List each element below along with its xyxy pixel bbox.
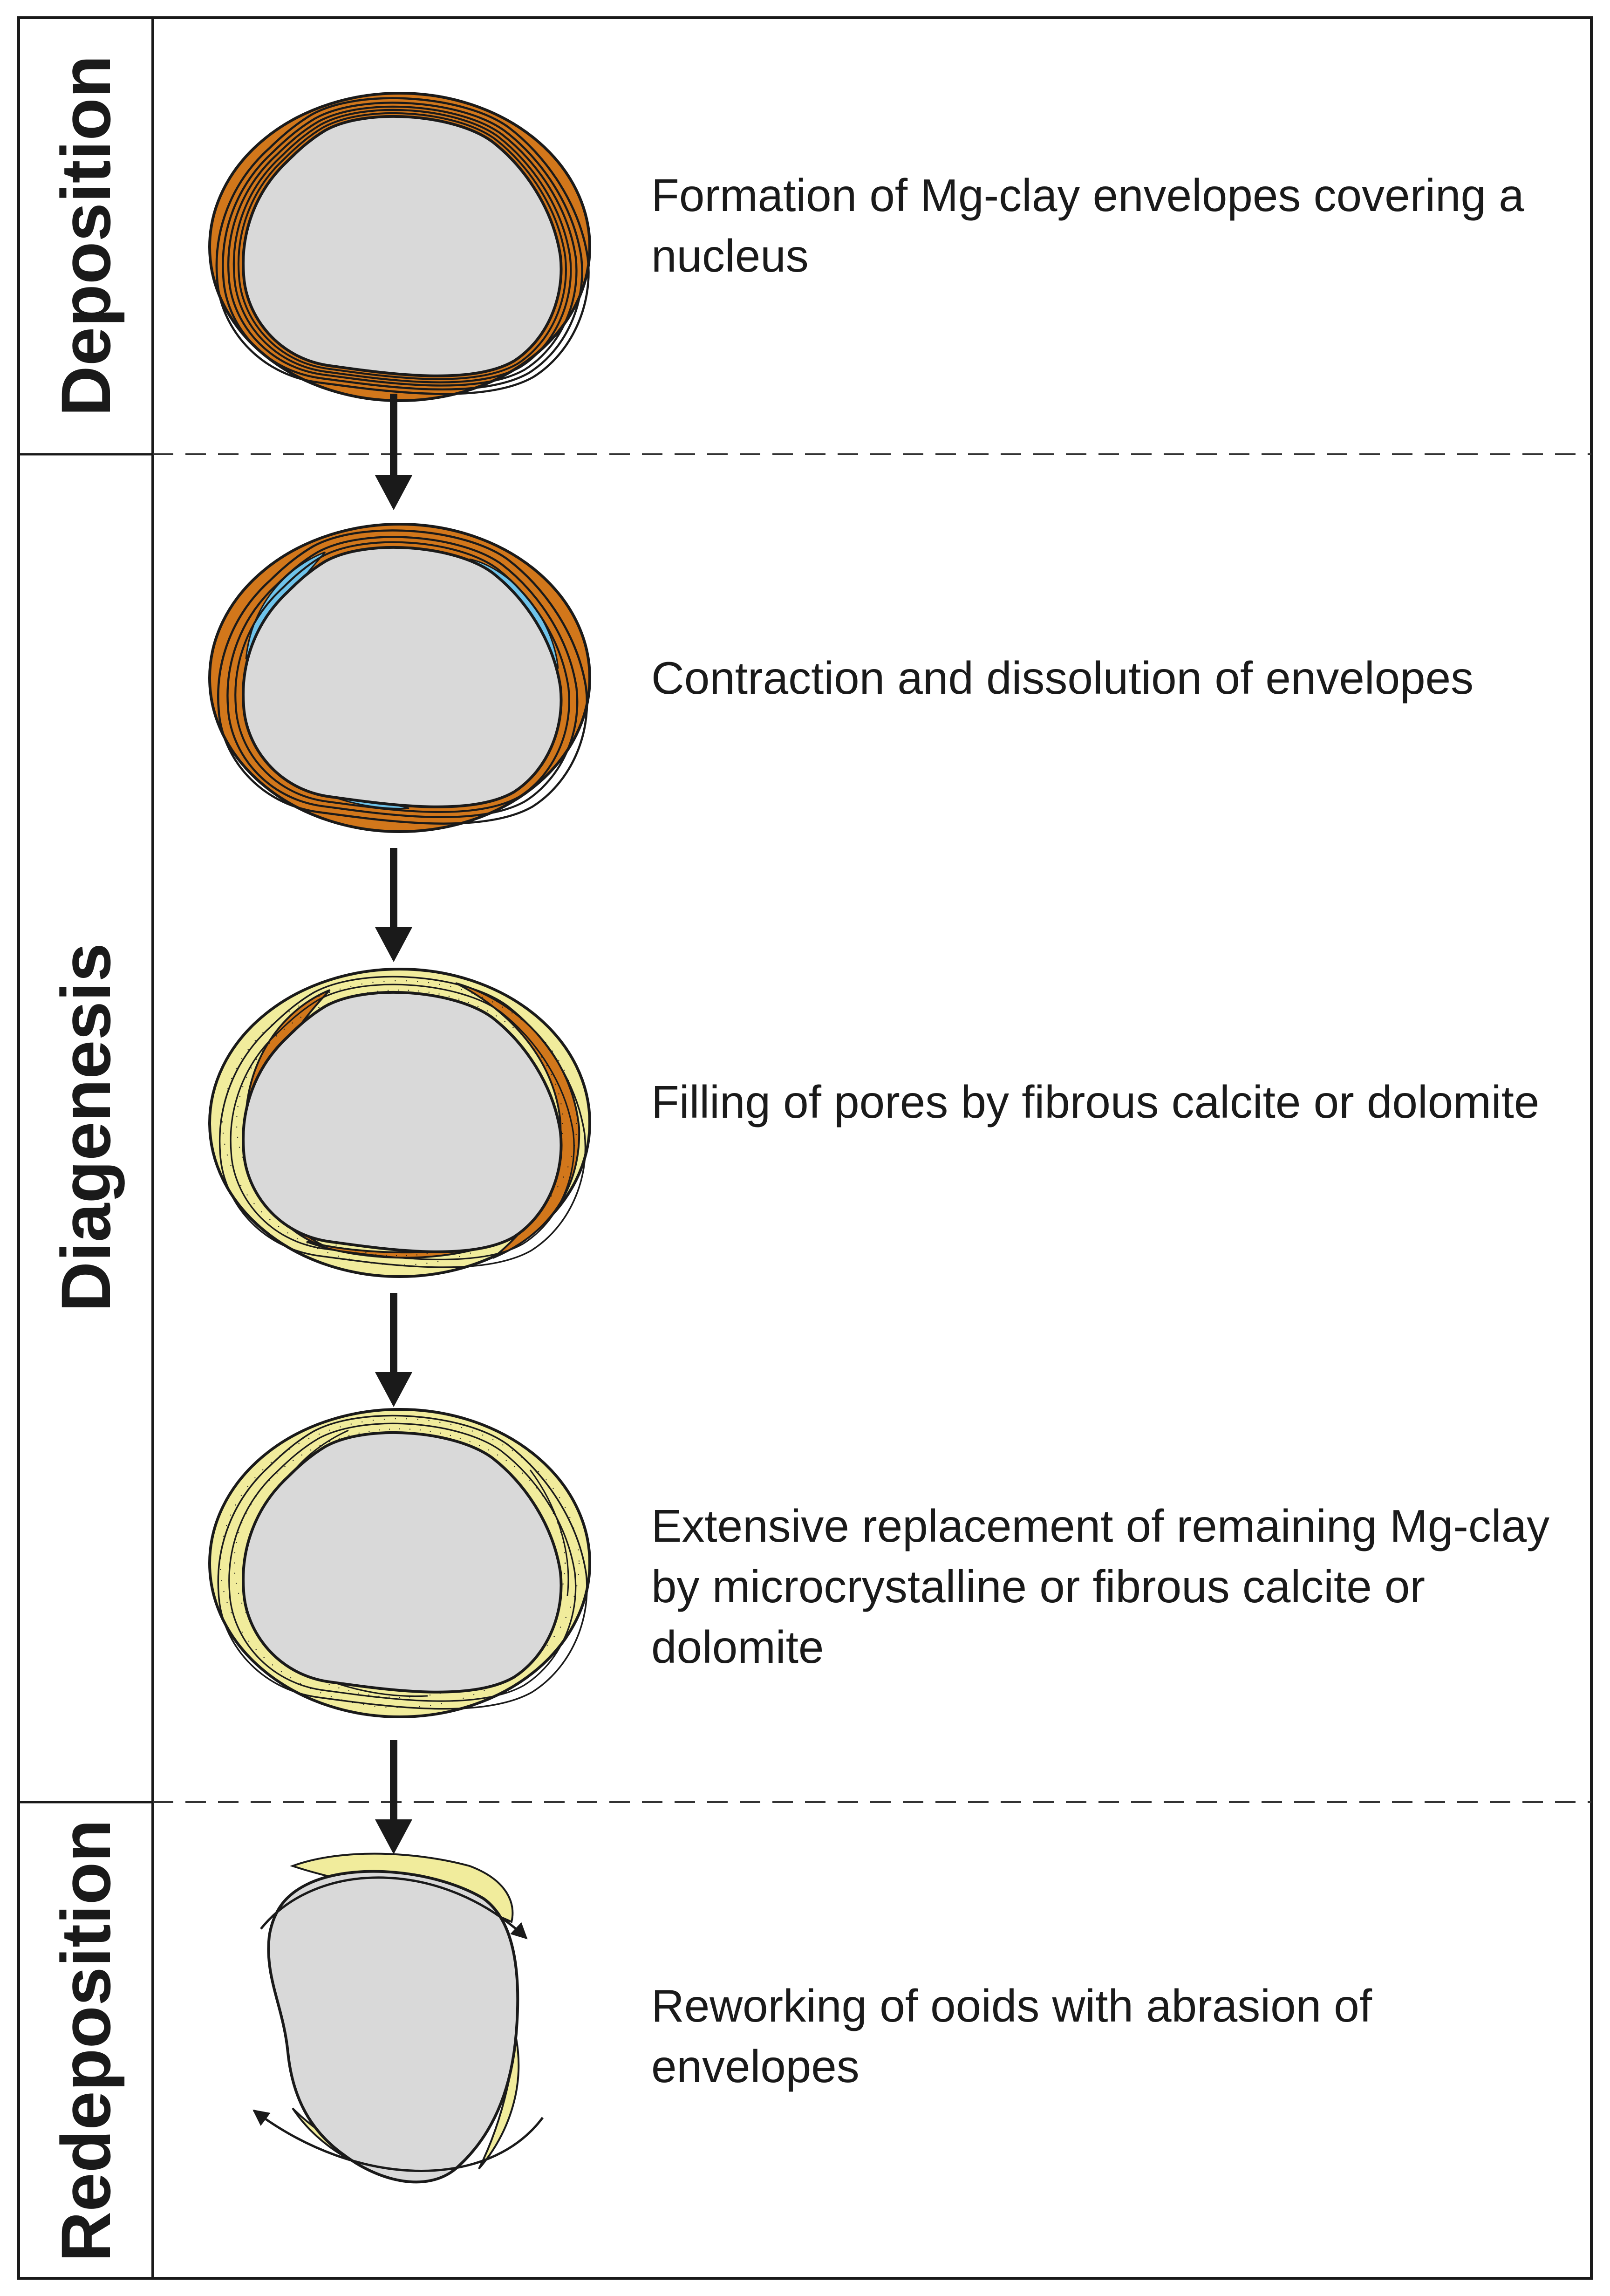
step-description-reworking: Reworking of ooids with abrasion of enve… (651, 1980, 1372, 2092)
process-arrows (375, 394, 412, 1854)
figure-frame (17, 16, 1593, 2280)
step-description-replacement: Extensive replacement of remaining Mg-cl… (651, 1500, 1550, 1673)
down-arrow-head-icon (375, 927, 412, 962)
stage-label-deposition: Deposition (47, 55, 125, 417)
step-description-pore-filling: Filling of pores by fibrous calcite or d… (651, 1076, 1540, 1128)
ooid-reworked-abraded (267, 1852, 520, 2184)
ooid-mg-clay-envelopes (208, 92, 591, 402)
ooid-pore-filling (208, 968, 591, 1278)
stage-label-redeposition: Redeposition (47, 1819, 125, 2262)
rotation-arrow-icon (260, 1876, 528, 1940)
ooid-contraction-dissolution (208, 523, 591, 833)
step-description-formation: Formation of Mg-clay envelopes covering … (651, 170, 1524, 281)
step-description-contraction: Contraction and dissolution of envelopes (651, 652, 1474, 704)
down-arrow-head-icon (375, 1372, 412, 1407)
ooid-extensive-replacement (208, 1408, 591, 1718)
stage-label-diagenesis: Diagenesis (47, 943, 125, 1312)
rotation-arrow-icon (252, 2109, 544, 2172)
down-arrow-head-icon (375, 475, 412, 510)
down-arrow-head-icon (375, 1819, 412, 1854)
